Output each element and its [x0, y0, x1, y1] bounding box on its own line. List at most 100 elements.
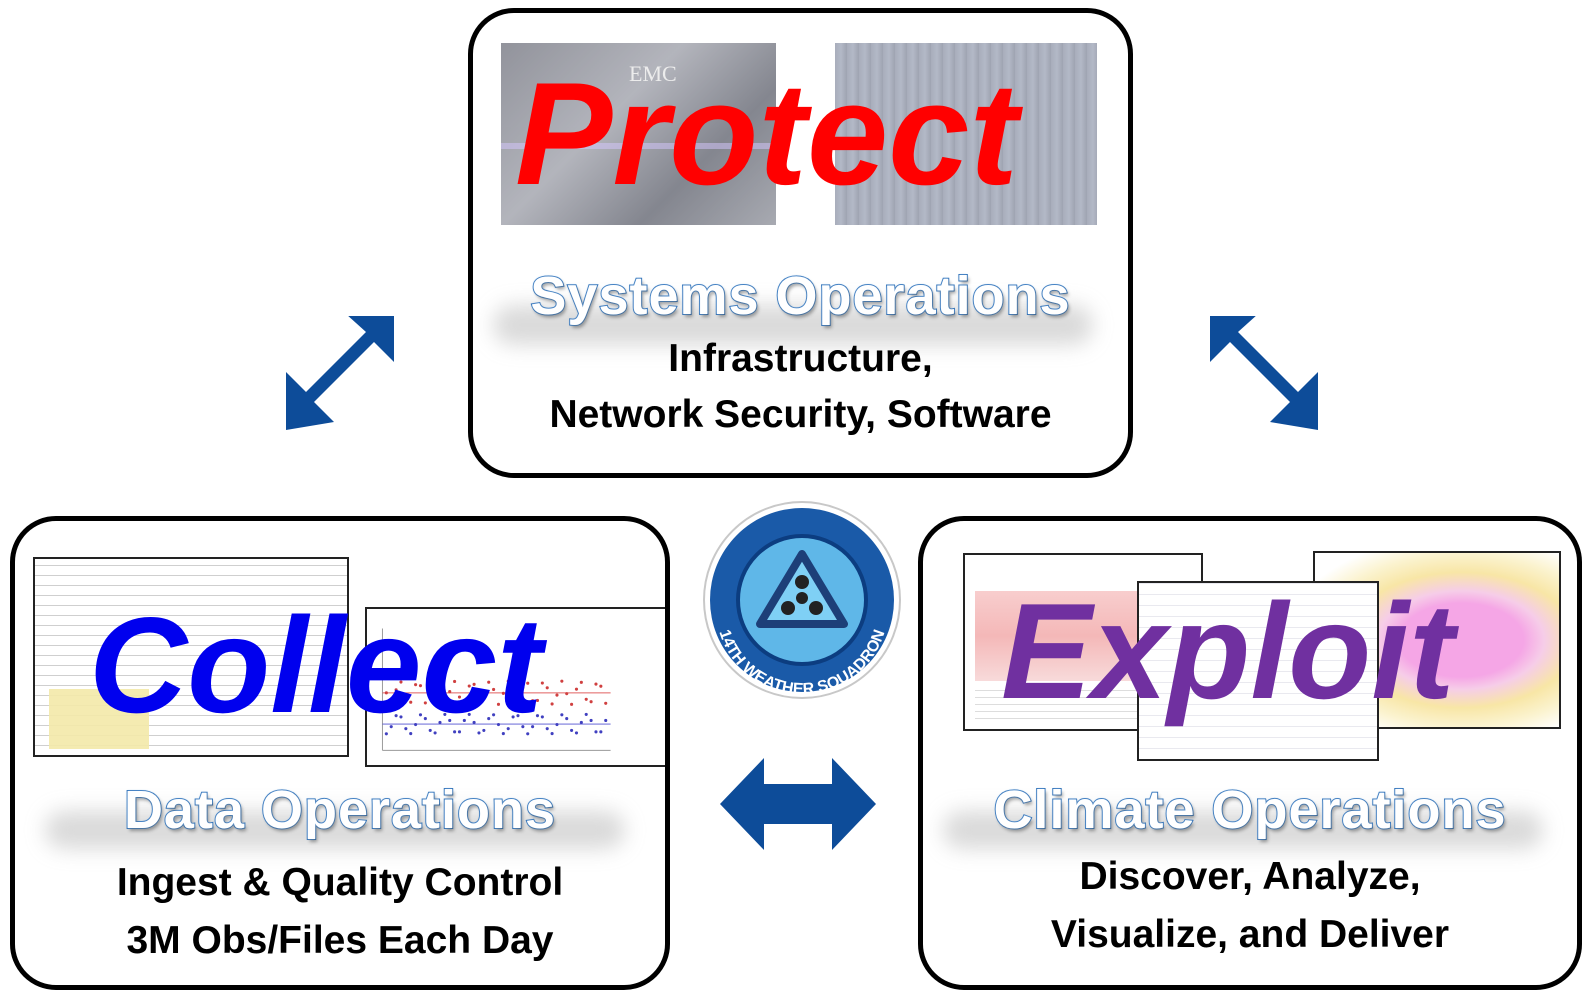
- shadow-blur: [493, 305, 1093, 345]
- chart-point: [423, 701, 427, 705]
- chart-point: [496, 722, 501, 727]
- chart-point: [506, 679, 510, 683]
- exploit-panel: Exploit Climate Operations Discover, Ana…: [918, 516, 1582, 990]
- collect-desc-line1: Ingest & Quality Control: [116, 861, 564, 904]
- chart-point: [599, 684, 603, 688]
- exploit-desc-line1: Discover, Analyze,: [1079, 855, 1421, 898]
- chart-point: [453, 730, 457, 734]
- chart-point: [399, 680, 403, 684]
- chart-point: [467, 684, 471, 688]
- chart-point: [457, 730, 462, 734]
- chart-point: [584, 712, 588, 716]
- chart-point: [462, 718, 466, 723]
- squadron-emblem-icon: 14TH WEATHER SQUADRON: [703, 501, 901, 699]
- chart-point: [555, 693, 559, 697]
- chart-point: [477, 731, 481, 735]
- chart-point: [467, 712, 471, 716]
- chart-point: [443, 712, 447, 716]
- protect-panel: EMC Protect Systems Operations Infrastru…: [468, 8, 1133, 478]
- chart-point: [555, 722, 559, 727]
- chart-point: [570, 702, 574, 706]
- chart-point: [496, 702, 501, 706]
- chart-point: [521, 685, 525, 690]
- double-arrow-icon: [286, 316, 394, 430]
- chart-point: [516, 702, 520, 706]
- chart-point: [433, 731, 437, 735]
- chart-point: [428, 695, 432, 700]
- chart-point: [540, 681, 544, 685]
- chart-point: [409, 700, 413, 704]
- exploit-desc-line2: Visualize, and Deliver: [1050, 913, 1450, 956]
- chart-point: [448, 718, 452, 723]
- chart-point: [579, 720, 583, 725]
- chart-point: [443, 702, 447, 707]
- chart-point: [599, 730, 603, 734]
- data-table-screenshot: [33, 557, 349, 757]
- chart-point: [584, 697, 588, 701]
- collect-operations: Data Operations: [123, 779, 557, 841]
- chart-point: [453, 679, 457, 684]
- chart-point: [389, 702, 393, 707]
- chart-point: [521, 725, 525, 729]
- chart-point: [438, 689, 442, 693]
- chart-point: [589, 700, 593, 704]
- collect-panel: Collect Data Operations Ingest & Quality…: [10, 516, 670, 990]
- chart-point: [550, 702, 554, 706]
- chart-point: [506, 727, 510, 731]
- chart-point: [565, 692, 569, 696]
- chart-point: [418, 684, 423, 688]
- chart-point: [501, 732, 505, 736]
- chart-point: [579, 680, 583, 684]
- chart-point: [604, 718, 608, 723]
- chart-point: [404, 727, 408, 731]
- shadow-blur: [45, 811, 625, 849]
- chart-point: [492, 713, 496, 717]
- chart-point: [409, 732, 413, 736]
- chart-point: [535, 714, 540, 718]
- chart-point: [394, 714, 398, 718]
- chart-point: [457, 695, 462, 699]
- chart-point: [394, 688, 398, 692]
- chart-point: [487, 717, 491, 721]
- chart-point: [540, 715, 544, 719]
- chart-point: [594, 682, 598, 686]
- chart-point: [511, 693, 515, 697]
- chart-point: [511, 715, 515, 719]
- chart-point: [492, 687, 496, 691]
- chart-point: [404, 697, 408, 701]
- chart-point: [570, 728, 574, 732]
- chart-point: [550, 732, 554, 736]
- chart-point: [384, 732, 388, 736]
- chart-point: [501, 691, 505, 695]
- chart-point: [531, 725, 535, 729]
- chart-point: [565, 717, 569, 721]
- protect-operations: Systems Operations: [529, 265, 1071, 327]
- chart-point: [477, 700, 481, 704]
- chart-point: [594, 730, 598, 734]
- protect-desc-line2: Network Security, Software: [549, 393, 1052, 436]
- chart-point: [560, 679, 564, 683]
- chart-point: [399, 715, 403, 719]
- exploit-operations: Climate Operations: [992, 779, 1507, 841]
- chart-point: [589, 718, 593, 723]
- chart-point: [487, 680, 491, 684]
- chart-point: [560, 713, 564, 717]
- chart-point: [448, 690, 452, 694]
- chart-point: [414, 683, 418, 687]
- chart-point: [462, 701, 466, 705]
- protect-title: Protect: [515, 52, 1019, 215]
- chart-point: [545, 686, 549, 690]
- protect-desc-line1: Infrastructure,: [668, 337, 933, 380]
- chart-point: [545, 727, 549, 731]
- chart-point: [526, 681, 530, 685]
- chart-point: [535, 698, 540, 703]
- chart-point: [472, 720, 476, 725]
- chart-point: [418, 713, 423, 717]
- chart-point: [574, 731, 579, 735]
- chart-point: [384, 691, 388, 695]
- server-photo: EMC: [501, 43, 776, 225]
- chart-point: [531, 699, 535, 703]
- chart-point: [604, 701, 608, 705]
- shadow-blur: [943, 811, 1543, 849]
- chart-point: [428, 728, 432, 732]
